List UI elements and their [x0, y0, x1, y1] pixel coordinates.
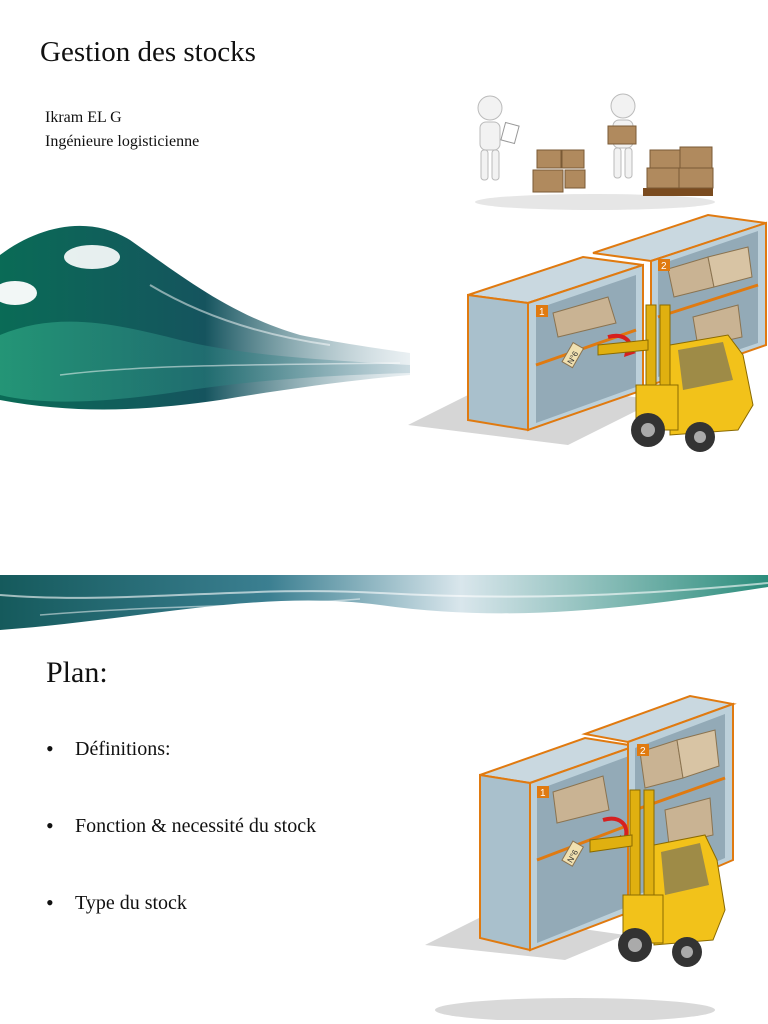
pallet-icon	[643, 146, 714, 196]
slide-title: Gestion des stocks Ikram EL G Ingénieure…	[0, 36, 767, 452]
worker-carrying-icon	[607, 93, 637, 179]
plan-list: Définitions: Fonction & necessité du sto…	[46, 736, 316, 969]
rack-1-label: 1	[539, 307, 545, 318]
slide-plan: Plan: Définitions: Fonction & necessité …	[0, 520, 768, 1024]
rack-2: 2	[592, 213, 767, 387]
rack-2-label: 2	[640, 746, 646, 757]
box-stack-icon	[532, 149, 586, 193]
list-item: Définitions:	[46, 736, 316, 815]
rack-1: 1 N°6	[467, 255, 644, 432]
warehouse-forklift-illustration-2: 1 N°6 2	[425, 660, 755, 1020]
rack-2-label: 2	[661, 261, 667, 272]
forklift-icon	[597, 304, 754, 452]
rack-1-label: 1	[540, 788, 546, 799]
wave-banner	[0, 575, 768, 630]
author-role: Ingénieure logisticienne	[45, 133, 200, 150]
slide-title-heading: Gestion des stocks	[40, 36, 256, 68]
rack-1: 1 N°6	[479, 736, 636, 952]
list-item: Fonction & necessité du stock	[46, 813, 316, 892]
warehouse-forklift-illustration: 1 N°6 2	[408, 213, 767, 452]
forklift-icon	[589, 789, 726, 967]
plan-title: Plan:	[46, 656, 108, 689]
author-block: Ikram EL G Ingénieure logisticienne	[45, 106, 199, 154]
author-name: Ikram EL G	[45, 109, 122, 126]
list-item: Type du stock	[46, 890, 316, 969]
worker-figure-icon	[477, 95, 520, 181]
wave-decoration	[0, 225, 410, 410]
workers-boxes-illustration	[475, 93, 715, 210]
